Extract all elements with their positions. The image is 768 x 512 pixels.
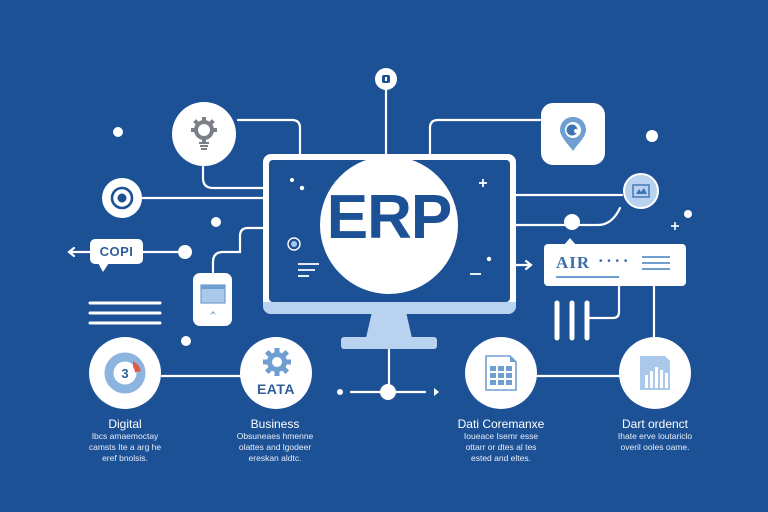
mobile-card[interactable] <box>193 273 232 326</box>
donut-badge: 3 <box>121 366 128 381</box>
air-panel[interactable]: AIR • • • • <box>544 244 686 286</box>
caption-desc-line: ereskan aldtc. <box>248 453 302 463</box>
window-icon <box>199 283 226 315</box>
caption-desc-line: Ibcs amaemoctay <box>91 431 159 441</box>
business-caption: Business Obsuneaes hmenne olattes and lg… <box>210 417 340 464</box>
target-icon <box>110 186 134 210</box>
shield-icon <box>382 75 390 83</box>
air-underline <box>556 276 619 278</box>
air-label: AIR <box>556 253 591 272</box>
caption-desc-line: Ihate erve loutariclo <box>617 431 693 441</box>
air-dots: • • • • <box>599 256 629 267</box>
product-caption: Dart ordenct Ihate erve loutariclo overi… <box>590 417 720 453</box>
caption-desc-line: Ioueace Isemr esse <box>463 431 539 441</box>
caption-desc-line: ottarr or dtes al tes <box>465 442 537 452</box>
monitor-bezel <box>263 302 516 314</box>
monitor-base <box>341 337 437 349</box>
erp-title: ERP <box>326 183 452 252</box>
text-lines-icon <box>298 263 319 277</box>
eata-label: EATA <box>256 381 296 397</box>
plus-icon <box>479 179 487 187</box>
caption-title: Business <box>250 417 300 431</box>
caption-desc-line: overil ooles oame. <box>620 442 690 452</box>
digital-node[interactable]: 3 <box>89 337 161 409</box>
copi-bubble-tail <box>98 263 109 272</box>
lightbulb-gear-icon <box>191 117 217 150</box>
caption-desc-line: eref bnolsis. <box>102 453 148 463</box>
bar-chart-icon <box>640 356 670 390</box>
digital-caption: Digital Ibcs amaemoctay camsts Ite a arg… <box>60 417 190 464</box>
caption-desc-line: olattes and lgodeer <box>238 442 312 452</box>
caption-title: Dart ordenct <box>621 417 689 431</box>
lightbulb-gear-node[interactable] <box>172 102 236 166</box>
top-badge-node[interactable] <box>375 68 397 90</box>
menu-lines-icon <box>642 256 670 270</box>
business-node[interactable]: EATA <box>240 337 312 409</box>
product-node[interactable] <box>619 337 691 409</box>
caption-desc-line: Obsuneaes hmenne <box>236 431 314 441</box>
governance-node[interactable] <box>465 337 537 409</box>
location-card[interactable] <box>541 103 605 165</box>
caption-desc-line: camsts Ite a arg he <box>88 442 162 452</box>
image-icon <box>632 184 650 198</box>
gear-icon <box>263 348 291 376</box>
caption-title: Dati Coremanxe <box>457 417 545 431</box>
spreadsheet-icon <box>485 355 517 391</box>
badge-icon <box>287 237 301 251</box>
monitor-neck <box>366 314 412 338</box>
target-node[interactable] <box>102 178 142 218</box>
governance-caption: Dati Coremanxe Ioueace Isemr esse ottarr… <box>436 417 566 464</box>
image-node[interactable] <box>623 173 659 209</box>
caption-desc-line: ested and eltes. <box>470 453 531 463</box>
caption-title: Digital <box>108 417 142 431</box>
copi-label[interactable]: COPI <box>90 239 143 264</box>
air-pointer <box>564 238 576 245</box>
map-pin-icon <box>560 117 586 151</box>
erp-badge <box>320 156 458 294</box>
donut-chart-icon: 3 <box>104 352 146 394</box>
screen-decorations <box>287 178 492 277</box>
